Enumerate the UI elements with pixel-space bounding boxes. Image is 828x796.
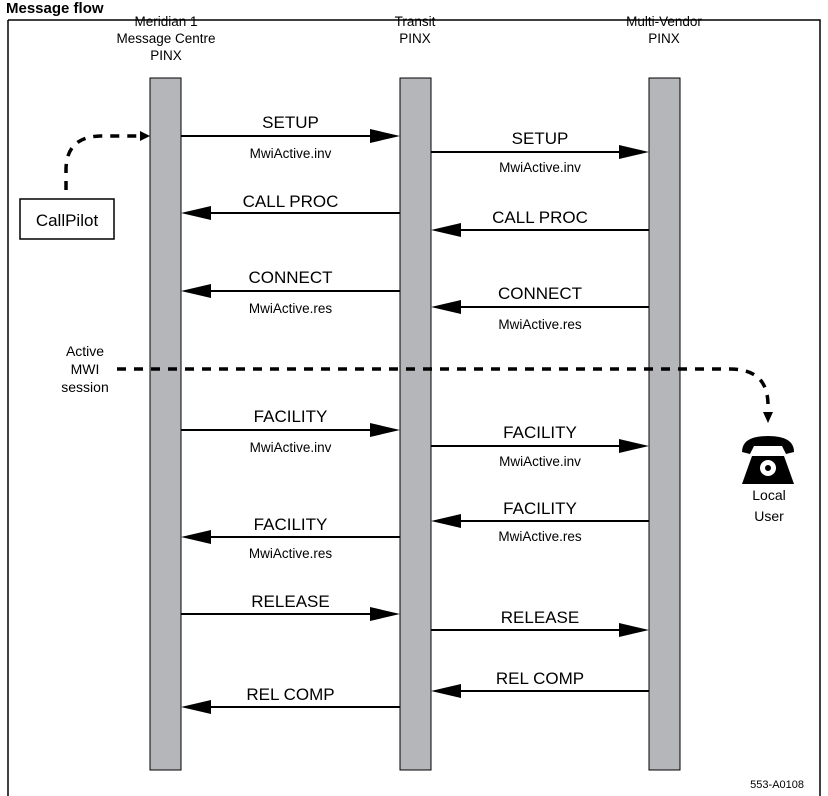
message-arrowhead (431, 300, 461, 314)
message-arrowhead (619, 439, 649, 453)
message-arrowhead (370, 129, 400, 143)
message-parameter: MwiActive.res (249, 546, 333, 561)
message-arrows: SETUPMwiActive.invSETUPMwiActive.invCALL… (181, 113, 649, 714)
local-user-label: Local User (752, 487, 785, 524)
message-arrowhead (370, 423, 400, 437)
message-arrowhead (619, 623, 649, 637)
message-label: SETUP (262, 113, 319, 132)
figure-id: 553-A0108 (750, 779, 804, 791)
message-label: FACILITY (254, 407, 328, 426)
column-label-line: Meridian 1 (134, 14, 197, 29)
column-label-line: Transit (395, 14, 436, 29)
message-parameter: MwiActive.res (249, 301, 333, 316)
message-label: SETUP (512, 129, 569, 148)
message-label: REL COMP (246, 685, 334, 704)
message-parameter: MwiActive.inv (250, 440, 332, 455)
message-label: RELEASE (501, 608, 579, 627)
message-arrowhead (431, 514, 461, 528)
message-arrowhead (619, 145, 649, 159)
message-parameter: MwiActive.res (498, 317, 582, 332)
session-label-line: MWI (71, 361, 100, 377)
message-arrowhead (181, 284, 211, 298)
message-arrowhead (181, 530, 211, 544)
lifeline-meridian (149, 77, 182, 771)
column-label-line: PINX (648, 31, 680, 46)
message-label: CALL PROC (243, 192, 339, 211)
message-label: RELEASE (251, 592, 329, 611)
lifeline-multivendor (648, 77, 681, 771)
message-label: CONNECT (248, 268, 332, 287)
column-label-line: Message Centre (116, 31, 215, 46)
session-label-line: Active (66, 343, 104, 359)
session-label: Active MWI session (61, 343, 108, 395)
column-label-line: Multi-Vendor (626, 14, 702, 29)
message-parameter: MwiActive.inv (499, 160, 581, 175)
message-label: CONNECT (498, 284, 582, 303)
callpilot-label: CallPilot (36, 211, 99, 230)
column-label-multivendor: Multi-Vendor PINX (626, 14, 702, 46)
message-arrowhead (370, 607, 400, 621)
message-label: CALL PROC (492, 208, 588, 227)
column-label-line: PINX (150, 48, 182, 63)
telephone-icon (742, 436, 794, 484)
lifeline-transit (399, 77, 432, 771)
local-user-label-line: Local (752, 487, 785, 503)
column-label-meridian: Meridian 1 Message Centre PINX (116, 14, 215, 63)
message-parameter: MwiActive.inv (250, 146, 332, 161)
diagram-frame (7, 19, 821, 796)
local-user-label-line: User (754, 508, 784, 524)
message-arrowhead (431, 684, 461, 698)
diagram-heading: Message flow (6, 0, 104, 17)
callpilot-connector (64, 134, 140, 190)
message-arrowhead (181, 206, 211, 220)
message-label: FACILITY (254, 515, 328, 534)
message-label: REL COMP (496, 669, 584, 688)
message-parameter: MwiActive.inv (499, 454, 581, 469)
callpilot-arrowhead (140, 131, 150, 141)
message-arrowhead (431, 223, 461, 237)
callpilot-box (19, 198, 115, 240)
message-label: FACILITY (503, 499, 577, 518)
message-label: FACILITY (503, 423, 577, 442)
column-label-line: PINX (399, 31, 431, 46)
column-label-transit: Transit PINX (395, 14, 436, 46)
message-parameter: MwiActive.res (498, 529, 582, 544)
session-label-line: session (61, 379, 108, 395)
session-arrowhead (763, 412, 773, 423)
message-arrowhead (181, 700, 211, 714)
session-line (117, 367, 770, 410)
